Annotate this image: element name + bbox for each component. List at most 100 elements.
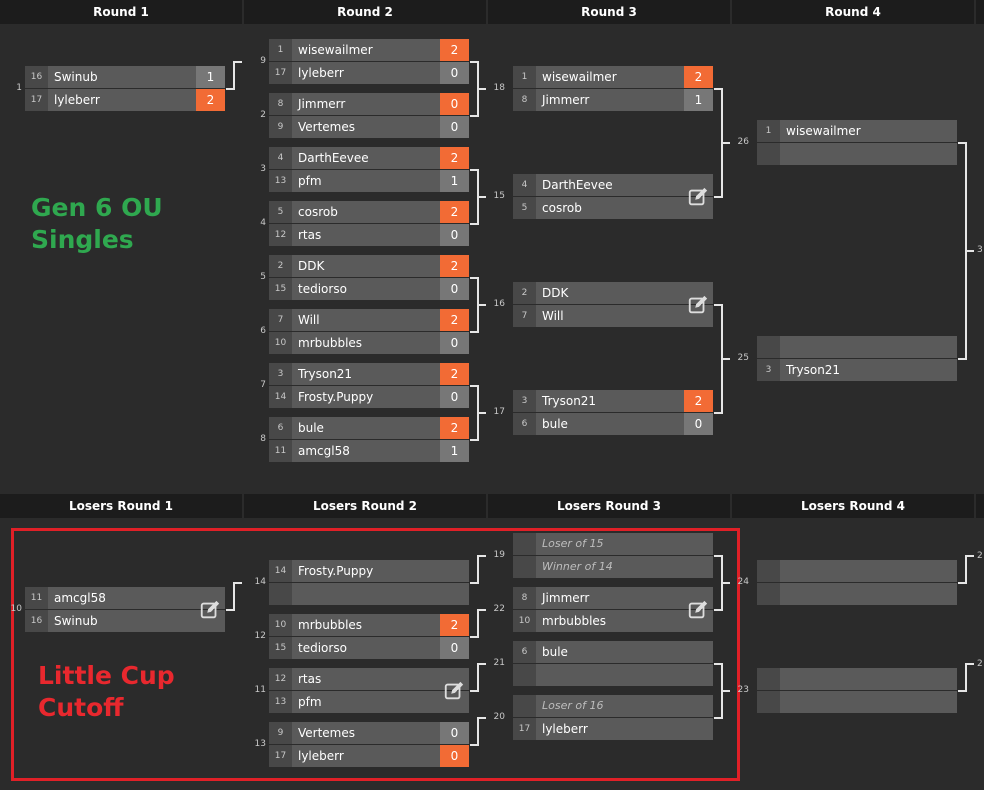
participant-name: Loser of 15: [542, 537, 604, 550]
participant-name: lyleberr: [298, 66, 344, 80]
participant-row[interactable]: Loser of 16: [513, 695, 713, 717]
participant-row[interactable]: [757, 560, 957, 582]
seed: 3: [757, 359, 780, 381]
participant-name: bule: [298, 421, 324, 435]
match-24[interactable]: 24: [738, 560, 957, 606]
edit-icon[interactable]: [199, 599, 221, 621]
match-number: 10: [10, 604, 22, 614]
participant-row[interactable]: [269, 583, 469, 605]
participant-row[interactable]: [757, 668, 957, 690]
participant-row[interactable]: [513, 664, 713, 686]
participant-row[interactable]: [757, 691, 957, 713]
participant-name: wisewailmer: [298, 43, 373, 57]
seed: 9: [269, 116, 292, 138]
participant-row[interactable]: [757, 336, 957, 358]
score: 0: [440, 224, 469, 246]
participant-row[interactable]: [757, 143, 957, 165]
match-number: 15: [493, 191, 505, 201]
seed: 10: [269, 614, 292, 636]
edit-icon[interactable]: [687, 186, 709, 208]
match-number: 12: [254, 631, 266, 641]
seed: 8: [513, 89, 536, 111]
losers-round5-match-number-b: 2: [977, 659, 983, 669]
edit-icon[interactable]: [443, 680, 465, 702]
participant-row[interactable]: Winner of 14: [513, 556, 713, 578]
match-23[interactable]: 23: [738, 668, 957, 714]
participant-name: Loser of 16: [542, 699, 604, 712]
participant-row[interactable]: Loser of 15: [513, 533, 713, 555]
seed: 1: [757, 120, 780, 142]
score: 1: [440, 170, 469, 192]
match-number: 9: [260, 56, 266, 66]
edit-icon[interactable]: [687, 599, 709, 621]
edit-icon[interactable]: [687, 294, 709, 316]
participant-row[interactable]: [757, 583, 957, 605]
